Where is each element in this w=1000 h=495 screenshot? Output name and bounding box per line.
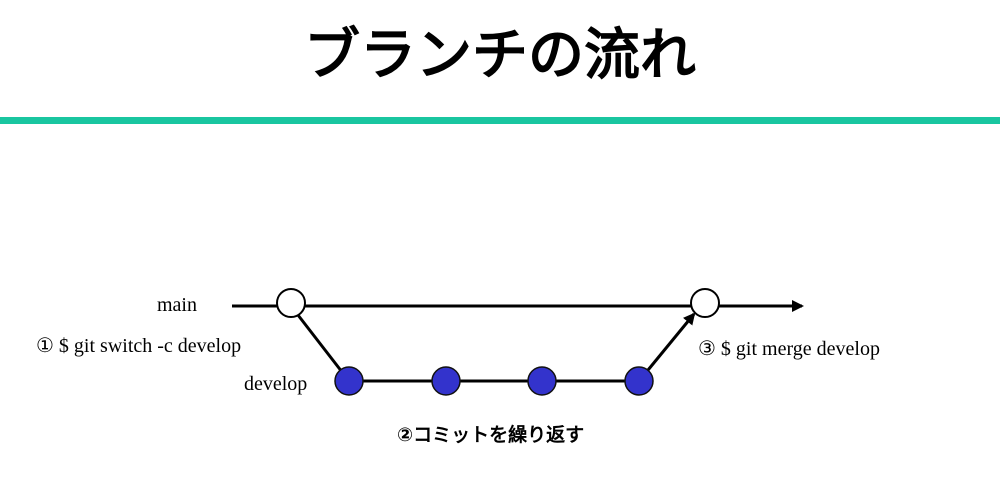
slide-title: ブランチの流れ	[304, 23, 696, 88]
switch-command-label: ① $ git switch -c develop	[36, 335, 241, 357]
repeat-commits-label: ②コミットを繰り返す	[397, 423, 584, 446]
develop-commit-node	[431, 366, 461, 396]
develop-commit-node	[624, 366, 654, 396]
branch-off-line	[289, 305, 351, 382]
merge-point-node	[690, 288, 720, 318]
develop-branch-label: develop	[244, 373, 307, 395]
main-branch-label: main	[157, 294, 197, 316]
title-underline	[0, 117, 1000, 124]
develop-commit-node	[334, 366, 364, 396]
branch-point-node	[276, 288, 306, 318]
develop-commit-node	[527, 366, 557, 396]
merge-command-label: ③ $ git merge develop	[698, 338, 880, 360]
